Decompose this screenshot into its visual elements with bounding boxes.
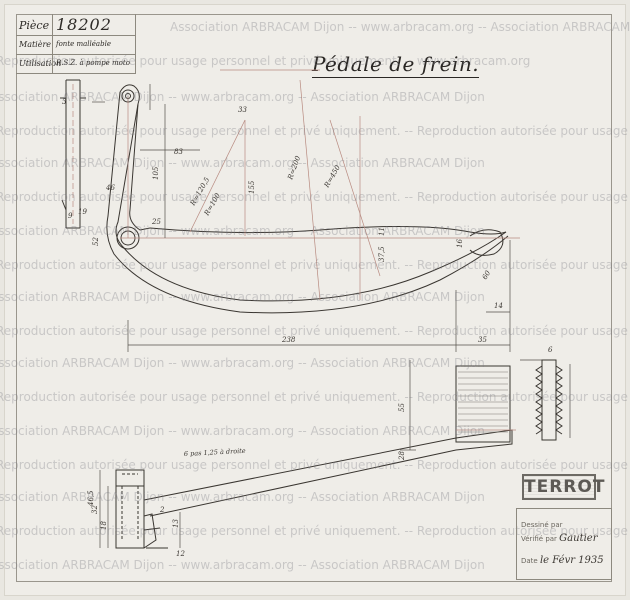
dim-28: 28 — [398, 451, 406, 461]
dim-2: 2 — [159, 506, 165, 514]
dim-375: 37,5 — [378, 246, 386, 262]
dim-46: 46 — [105, 184, 115, 192]
piece-number: 18202 — [56, 15, 112, 34]
verifie-row: Vérifié par Gautier — [521, 533, 597, 544]
title-block-row-utilisation: Utilisation R.S.Z. à pompe moto — [16, 55, 135, 74]
matiere-label: Matière — [19, 40, 52, 49]
title-block-row-piece: Pièce 18202 — [16, 14, 135, 36]
dim-16: 16 — [456, 239, 464, 248]
pedal-arm-profile — [106, 84, 509, 314]
dim-3: 3 — [62, 98, 67, 106]
title-block-divider — [52, 36, 53, 54]
date-row: Date le Févr 1935 — [521, 555, 604, 566]
signature-block: Dessiné par Vérifié par Gautier Date le … — [516, 508, 612, 580]
dim-465: 46,5 — [87, 490, 95, 507]
drawing-title: Pédale de frein. — [312, 52, 480, 78]
dim-19: 19 — [78, 208, 87, 216]
cross-section-detail — [535, 359, 571, 441]
dim-12: 12 — [176, 550, 185, 558]
dim-11: 11 — [378, 227, 386, 236]
dim-32: 32 — [91, 505, 99, 514]
title-block-divider — [52, 14, 53, 35]
dim-238: 238 — [281, 336, 296, 344]
dim-18: 18 — [100, 521, 108, 530]
dim-13: 13 — [172, 519, 180, 528]
construction-lines — [120, 69, 520, 301]
dim-60: 60 — [481, 269, 493, 281]
dimension-lines-bottom — [99, 359, 550, 548]
dim-r100: R=100 — [202, 191, 222, 218]
dessine-label: Dessiné par — [521, 521, 563, 529]
dim-6: 6 — [548, 346, 553, 354]
dim-r200: R=200 — [286, 154, 302, 181]
dim-22: 25 — [151, 218, 161, 226]
dim-155: 155 — [248, 180, 256, 194]
verifie-label: Vérifié par — [521, 535, 557, 543]
dim-83: 83 — [174, 148, 183, 156]
dimension-lines-top — [92, 84, 511, 352]
title-block-row-matiere: Matière fonte malléable — [16, 36, 135, 55]
cross-section-note: 6 pas 1,25 à droite — [184, 447, 246, 458]
date-label: Date — [521, 557, 538, 565]
pedal-elevation — [115, 365, 516, 549]
dim-105: 105 — [152, 166, 160, 180]
dim-r450: R=450 — [322, 163, 342, 190]
utilisation-label: Utilisation — [19, 59, 62, 68]
date-value: le Févr 1935 — [539, 555, 604, 566]
matiere-value: fonte malléable — [56, 40, 111, 48]
terrot-logo: TERROT — [522, 474, 604, 500]
title-block-divider — [52, 55, 53, 74]
dessine-row: Dessiné par — [521, 521, 563, 529]
dim-55: 55 — [398, 403, 406, 412]
dim-35: 35 — [478, 336, 487, 344]
dim-9: 9 — [68, 212, 73, 220]
drawing-frame — [16, 14, 612, 582]
dim-33: 33 — [238, 106, 247, 114]
dim-14: 14 — [494, 302, 503, 310]
utilisation-value: R.S.Z. à pompe moto — [56, 59, 130, 67]
side-view-lever — [60, 79, 86, 229]
title-block: Pièce 18202 Matière fonte malléable Util… — [16, 14, 136, 74]
dim-52: 52 — [92, 237, 100, 246]
piece-label: Pièce — [19, 19, 50, 32]
signature: Gautier — [559, 533, 598, 544]
